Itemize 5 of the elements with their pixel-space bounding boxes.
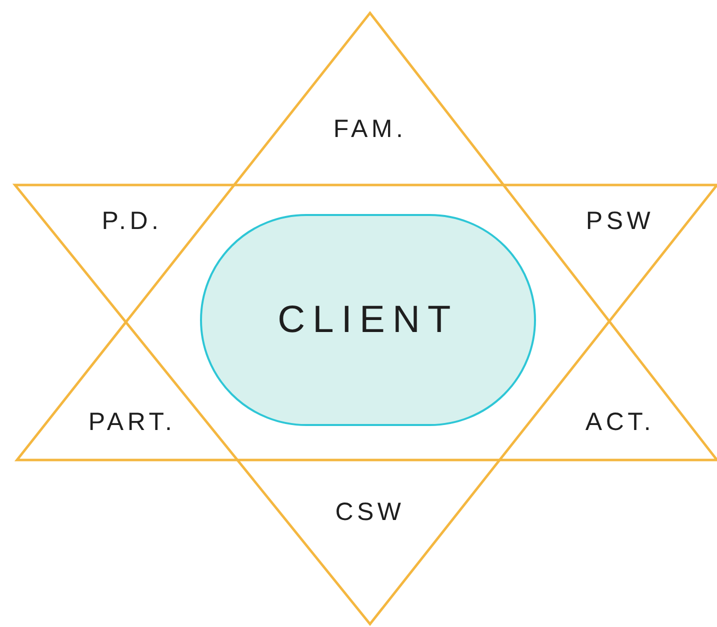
segment-label: ACT. xyxy=(555,403,685,443)
segment-label: PSW xyxy=(560,202,680,242)
segment-label: FAM. xyxy=(305,110,435,150)
segment-label: CSW xyxy=(305,493,435,533)
segment-label: P.D. xyxy=(72,202,192,242)
